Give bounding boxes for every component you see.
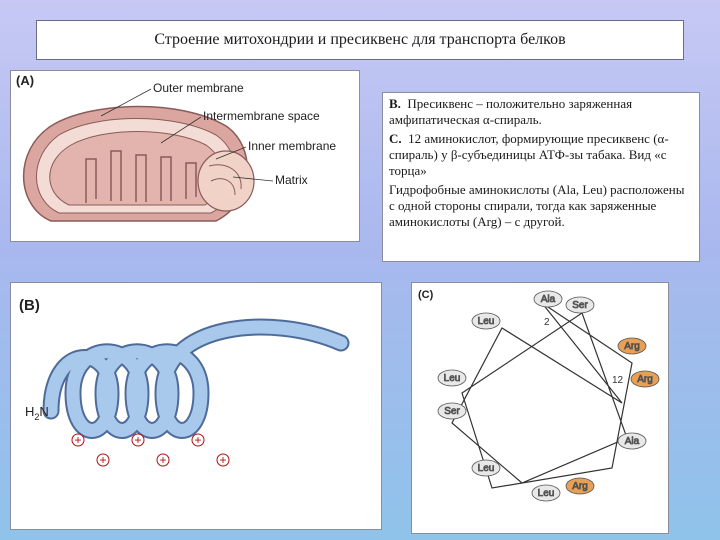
residue-label: Arg (637, 374, 653, 385)
panel-b-label: (B) (19, 297, 40, 314)
paragraph-b-lead: В. (389, 96, 401, 111)
charge-plus: + (219, 453, 226, 467)
title-box: Строение митохондрии и пресиквенс для тр… (36, 20, 684, 60)
residue-label: Ser (444, 406, 460, 417)
label-intermembrane-space: Intermembrane space (203, 109, 320, 123)
residue-label: Leu (444, 373, 461, 384)
residue-label: Ser (572, 300, 588, 311)
slide-title: Строение митохондрии и пресиквенс для тр… (154, 31, 566, 48)
n-terminus-label: H2N (25, 404, 49, 422)
panel-a-label: (A) (16, 73, 35, 88)
residue-label: Leu (478, 463, 495, 474)
number-12: 12 (612, 375, 624, 386)
paragraph-b: В. Пресиквенс – положительно заряженная … (389, 96, 693, 128)
number-2: 2 (544, 317, 550, 328)
label-matrix: Matrix (275, 173, 308, 187)
residue-label: Ala (541, 294, 556, 305)
paragraph-c: С. 12 аминокислот, формирующие пресиквен… (389, 131, 693, 179)
paragraph-b-text: Пресиквенс – положительно заряженная амф… (389, 96, 633, 127)
panel-c-label: (C) (418, 289, 434, 301)
label-outer-membrane: Outer membrane (153, 81, 244, 95)
paragraph-c-lead: С. (389, 131, 402, 146)
wheel-star (451, 302, 633, 489)
residue-label: Arg (572, 481, 588, 492)
charge-plus: + (194, 433, 201, 447)
residue-label: Leu (478, 316, 495, 327)
charge-plus: + (134, 433, 141, 447)
mitochondrion-diagram: Outer membrane Intermembrane space Inner… (22, 81, 336, 222)
charge-plus: + (159, 453, 166, 467)
residue-ovals: Ala Ser Leu Arg Leu Arg Ser Ala Leu Leu … (437, 290, 660, 502)
cristae (85, 150, 197, 203)
label-inner-membrane: Inner membrane (248, 139, 336, 153)
helix-diagram: H2N + + + + + + (25, 318, 350, 467)
paragraph-c-text: 12 аминокислот, формирующие пресиквенс (… (389, 131, 669, 178)
description-box: В. Пресиквенс – положительно заряженная … (382, 92, 700, 262)
charges: + + + + + + (71, 433, 230, 467)
residue-label: Leu (538, 488, 555, 499)
charge-plus: + (99, 453, 106, 467)
residue-label: Arg (624, 341, 640, 352)
cut-section (197, 150, 255, 212)
residue-label: Ala (625, 436, 640, 447)
paragraph-hydrophobic: Гидрофобные аминокислоты (Ala, Leu) расп… (389, 182, 693, 230)
charge-plus: + (74, 433, 81, 447)
panel-c-helical-wheel: (C) 2 12 Ala Ser Leu Arg Leu Arg Ser Ala… (411, 282, 669, 534)
panel-b-helix: (B) H2N + + + + + + (10, 282, 382, 530)
panel-a-mitochondrion: (A) Outer membrane Intermembrane space I… (10, 70, 360, 242)
helical-wheel-diagram: 2 12 Ala Ser Leu Arg Leu Arg Ser Ala Leu… (437, 290, 660, 502)
paragraph-hydrophobic-text: Гидрофобные аминокислоты (Ala, Leu) расп… (389, 182, 685, 229)
